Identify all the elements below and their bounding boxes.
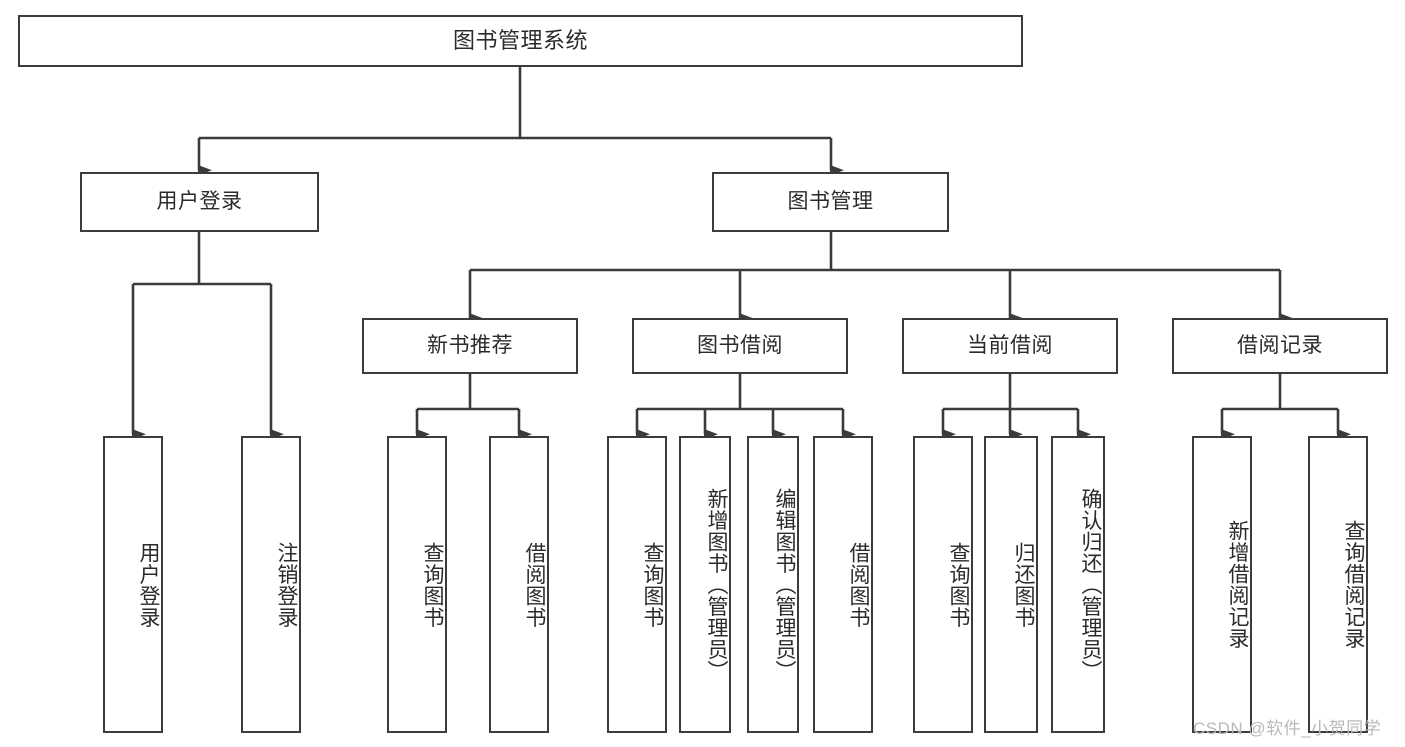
node-leaf-return-book[interactable]: 归还图书	[984, 436, 1038, 733]
node-leaf-borrow-book-1[interactable]: 借阅图书	[489, 436, 549, 733]
node-leaf-edit-book[interactable]: 编辑图书（管理员）	[747, 436, 799, 733]
node-new-book-recommend[interactable]: 新书推荐	[362, 318, 578, 374]
node-leaf-user-login-label: 用户登录	[137, 541, 160, 628]
node-leaf-add-book-label: 新增图书（管理员）	[705, 487, 728, 682]
node-leaf-user-login[interactable]: 用户登录	[103, 436, 163, 733]
node-leaf-query-book-1[interactable]: 查询图书	[387, 436, 447, 733]
node-leaf-query-book-3-label: 查询图书	[947, 541, 970, 628]
node-leaf-edit-book-label: 编辑图书（管理员）	[773, 487, 796, 682]
node-leaf-borrow-book-2-label: 借阅图书	[847, 541, 870, 628]
node-leaf-confirm-return[interactable]: 确认归还（管理员）	[1051, 436, 1105, 733]
node-leaf-borrow-book-2[interactable]: 借阅图书	[813, 436, 873, 733]
node-book-manage[interactable]: 图书管理	[712, 172, 949, 232]
node-leaf-add-record[interactable]: 新增借阅记录	[1192, 436, 1252, 733]
node-leaf-user-logout-label: 注销登录	[275, 541, 298, 628]
node-leaf-query-book-1-label: 查询图书	[421, 541, 444, 628]
node-borrow-record[interactable]: 借阅记录	[1172, 318, 1388, 374]
node-leaf-user-logout[interactable]: 注销登录	[241, 436, 301, 733]
csdn-watermark: CSDN @软件_小贺同学	[1193, 719, 1382, 738]
node-current-borrow[interactable]: 当前借阅	[902, 318, 1118, 374]
node-root-system[interactable]: 图书管理系统	[18, 15, 1023, 67]
node-leaf-return-book-label: 归还图书	[1012, 541, 1035, 628]
node-leaf-query-book-3[interactable]: 查询图书	[913, 436, 973, 733]
node-leaf-add-record-label: 新增借阅记录	[1226, 520, 1249, 649]
node-leaf-query-book-2-label: 查询图书	[641, 541, 664, 628]
node-leaf-query-record[interactable]: 查询借阅记录	[1308, 436, 1368, 733]
node-leaf-borrow-book-1-label: 借阅图书	[523, 541, 546, 628]
node-leaf-query-book-2[interactable]: 查询图书	[607, 436, 667, 733]
node-leaf-query-record-label: 查询借阅记录	[1342, 520, 1365, 649]
node-leaf-add-book[interactable]: 新增图书（管理员）	[679, 436, 731, 733]
node-book-borrow[interactable]: 图书借阅	[632, 318, 848, 374]
node-leaf-confirm-return-label: 确认归还（管理员）	[1079, 487, 1102, 682]
node-user-login[interactable]: 用户登录	[80, 172, 319, 232]
